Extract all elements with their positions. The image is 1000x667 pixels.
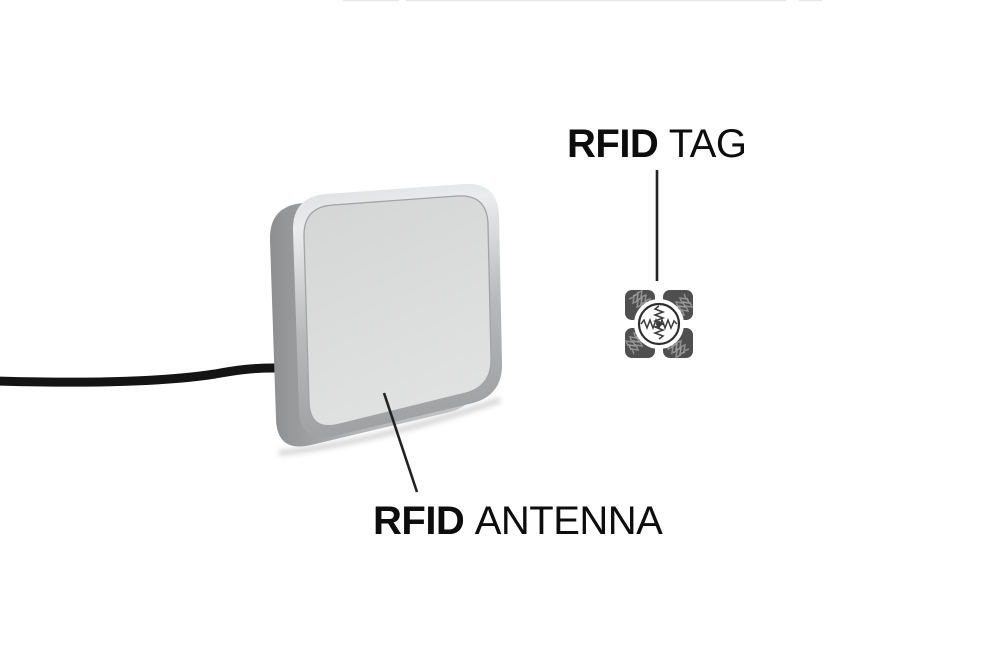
rfid-tag-label-regular: TAG: [668, 122, 747, 166]
panel-front-face: [303, 195, 492, 427]
rfid-antenna-label-bold: RFID: [373, 499, 465, 543]
tag-inner-trace-horizontal: [640, 317, 678, 331]
rfid-tag-icon: [625, 290, 693, 358]
rfid-antenna-illustration: [269, 183, 503, 456]
antenna-pointer-line: [382, 392, 419, 493]
rfid-antenna-label-regular: ANTENNA: [474, 499, 663, 543]
tag-center-die: [655, 320, 663, 328]
antenna-cable-icon: [0, 363, 279, 387]
rfid-tag-label-bold: RFID: [567, 122, 659, 166]
panel-drop-shadow: [278, 397, 501, 456]
